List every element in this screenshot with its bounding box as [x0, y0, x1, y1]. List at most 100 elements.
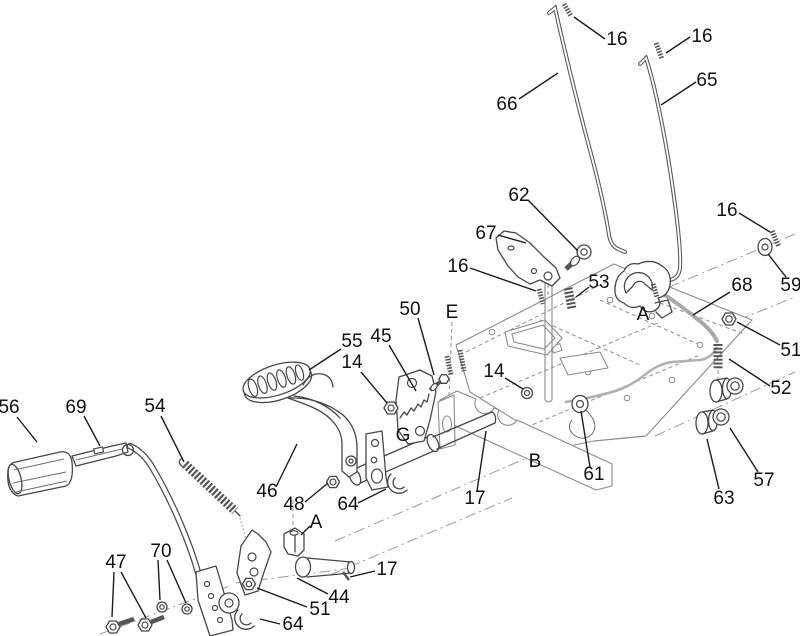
leader-line-14-24 [360, 371, 388, 404]
bolt-48 [325, 475, 341, 489]
callout-label-57-15: 57 [753, 470, 774, 491]
leader-line-48-27 [304, 482, 329, 503]
clip-64-top [387, 473, 408, 494]
bolt-50 [428, 374, 450, 392]
callout-label-b-18: B [529, 451, 542, 472]
washers-70 [156, 601, 193, 615]
frame-strut [544, 266, 553, 403]
bushing-pair-lower [695, 408, 730, 435]
callout-label-48-27: 48 [283, 494, 304, 515]
leader-line-64-38 [259, 618, 281, 625]
rod-44 [294, 556, 356, 578]
hook-bracket-68 [614, 260, 673, 319]
callout-label-a-9: A [637, 304, 650, 325]
gray-linkage [564, 291, 719, 404]
leader-line-54-31 [160, 415, 185, 463]
hook-bracket-arm [660, 291, 719, 343]
frame-stamped-pad [504, 319, 563, 356]
leader-line-46-26 [275, 443, 298, 488]
leader-line-17-20 [476, 430, 487, 492]
callout-label-65-3: 65 [696, 70, 717, 91]
callout-label-46-26: 46 [256, 481, 277, 502]
leader-line-63-16 [706, 438, 720, 490]
leader-line-16-6 [469, 267, 537, 292]
knob-61 [568, 394, 596, 439]
leader-line-69-30 [83, 415, 101, 447]
callout-label-59-12: 59 [780, 275, 800, 296]
spring-pin-16-mid [536, 288, 546, 305]
sector-bracket-45 [395, 369, 437, 445]
callout-label-64-28: 64 [337, 494, 359, 515]
pedal-arm-46 [287, 373, 358, 478]
callout-label-14-24: 14 [341, 352, 363, 373]
bolt-62 [564, 244, 592, 271]
leader-line-53-8 [575, 286, 590, 298]
callout-label-17-35: 17 [376, 559, 397, 580]
rod-66 [547, 4, 627, 254]
spring-54 [178, 458, 241, 517]
leader-line-45-22 [388, 344, 417, 392]
leader-line-44-36 [296, 577, 329, 595]
spring-pin-16-right [769, 229, 782, 249]
spring-pin-16-top-left [561, 2, 574, 18]
callout-label-50-21: 50 [399, 299, 420, 320]
bolt-14-right [520, 386, 534, 400]
callout-label-66-2: 66 [496, 94, 517, 115]
leader-line-70-33 [166, 559, 187, 604]
leader-line-47-32 [120, 571, 147, 619]
callout-label-44-36: 44 [328, 587, 350, 608]
rod-65 [638, 54, 683, 283]
callout-label-16-6: 16 [447, 256, 468, 277]
leader-line-61-17 [580, 410, 591, 468]
callout-label-69-30: 69 [65, 397, 86, 418]
callout-label-70-33: 70 [150, 541, 171, 562]
leader-line-57-15 [729, 427, 759, 473]
callout-label-16-11: 16 [716, 200, 737, 221]
frame-latch-bracket [559, 351, 609, 376]
callout-label-68-10: 68 [731, 275, 752, 296]
leader-line-62-4 [527, 199, 579, 252]
leader-line-55-23 [308, 348, 342, 371]
linkage-wire [564, 346, 718, 404]
leader-line-50-21 [417, 317, 435, 376]
leader-line-52-14 [728, 358, 771, 387]
bushing-pair-upper [709, 377, 744, 403]
leader-line-64-28 [357, 488, 387, 504]
leader-line-14-19 [504, 377, 524, 390]
callout-label-52-14: 52 [770, 378, 791, 399]
callout-label-63-16: 63 [713, 488, 734, 509]
leader-line-47-32 [111, 571, 115, 618]
callout-label-67-5: 67 [475, 223, 496, 244]
bolts-47 [105, 614, 165, 634]
callout-label-47-32: 47 [105, 552, 126, 573]
leader-line-70-33 [157, 559, 161, 601]
callout-label-14-19: 14 [483, 361, 505, 382]
block-a [283, 527, 305, 557]
leader-line-51-37 [256, 587, 308, 608]
clip-64-bottom [234, 609, 255, 630]
callout-label-a-34: A [310, 512, 323, 533]
leader-line-65-3 [660, 81, 697, 106]
callout-label-54-31: 54 [144, 396, 166, 417]
nut-14-left [383, 401, 399, 415]
spring-pin-e1 [444, 355, 454, 376]
leader-line-16-11 [738, 212, 771, 233]
leader-line-56-29 [16, 416, 38, 443]
washer-59 [757, 237, 773, 257]
leader-line-16-1 [665, 36, 691, 54]
callout-label-51-37: 51 [309, 599, 330, 620]
pedal-pad-55 [242, 361, 313, 404]
pivot-bracket-lower [218, 529, 272, 614]
cam-bracket-67 [495, 230, 561, 287]
callout-label-64-38: 64 [282, 614, 304, 635]
leader-line-59-12 [767, 253, 787, 278]
callout-leaders [16, 16, 787, 625]
link-bar [365, 430, 389, 491]
nut-51-right [721, 312, 737, 326]
callout-label-45-22: 45 [370, 326, 391, 347]
leader-line-67-5 [497, 234, 527, 244]
callout-label-62-4: 62 [508, 185, 529, 206]
